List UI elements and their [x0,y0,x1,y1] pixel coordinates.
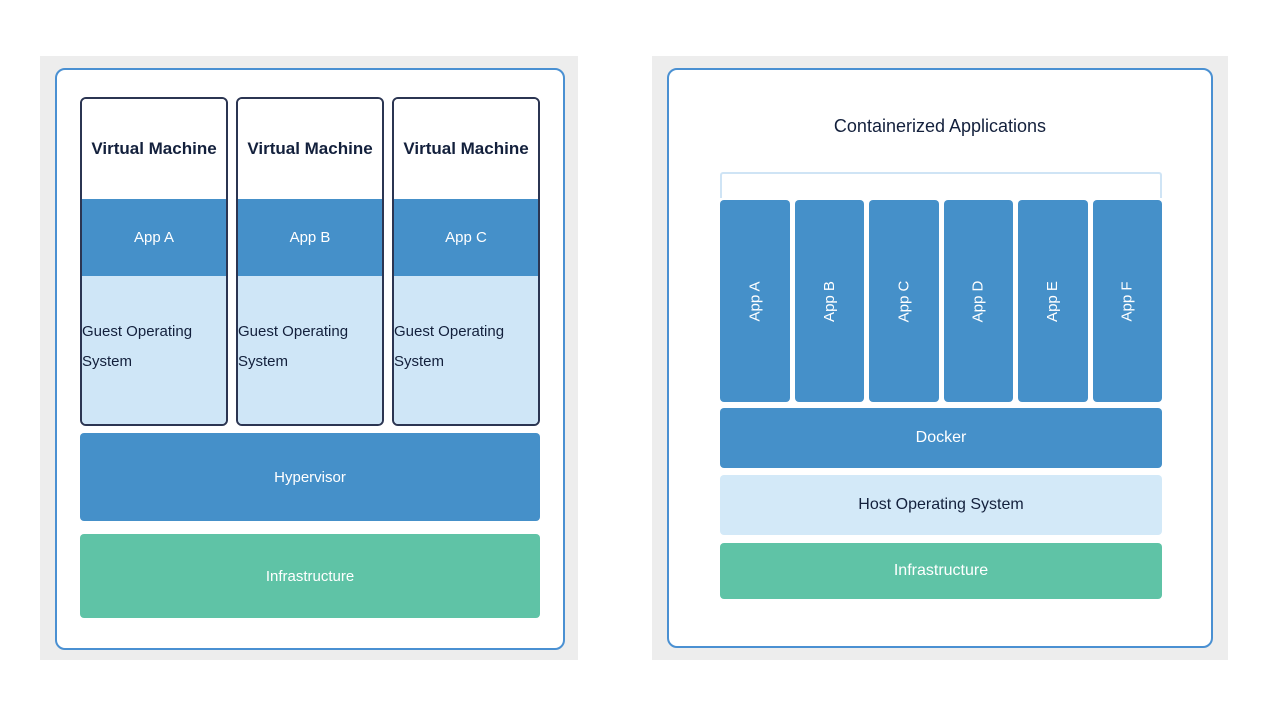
container-app-column: App C [869,200,939,402]
virtual-machine-column: Virtual Machine App B Guest Operating Sy… [236,97,384,426]
virtual-machine-title: Virtual Machine [238,99,382,199]
container-app-label: App E [1044,280,1062,322]
container-app-list: App A App B App C App D App E App F [720,200,1162,402]
containerized-applications-title: Containerized Applications [833,116,1047,136]
infrastructure-layer-right: Infrastructure [720,543,1162,599]
virtual-machine-column: Virtual Machine App C Guest Operating Sy… [392,97,540,426]
container-app-label: App C [895,280,913,322]
container-app-column: App B [794,200,864,402]
host-operating-system-layer: Host Operating System [720,475,1162,535]
container-app-label: App A [746,280,764,322]
container-app-label: App F [1118,280,1136,322]
container-app-column: App A [720,200,790,402]
container-app-label: App D [969,280,987,322]
vm-guest-os-block: Guest Operating System [238,276,382,424]
virtual-machine-title: Virtual Machine [394,99,538,199]
vm-app-block: App B [238,199,382,276]
hypervisor-layer: Hypervisor [80,433,540,521]
vm-app-block: App C [394,199,538,276]
container-app-column: App E [1018,200,1088,402]
vm-guest-os-block: Guest Operating System [82,276,226,424]
virtual-machine-column: Virtual Machine App A Guest Operating Sy… [80,97,228,426]
container-app-column: App D [943,200,1013,402]
docker-layer: Docker [720,408,1162,468]
infrastructure-layer-left: Infrastructure [80,534,540,618]
vm-app-block: App A [82,199,226,276]
virtual-machine-title: Virtual Machine [82,99,226,199]
container-app-column: App F [1092,200,1162,402]
container-app-label: App B [820,280,838,322]
vm-guest-os-block: Guest Operating System [394,276,538,424]
containerized-apps-bracket [720,172,1162,198]
